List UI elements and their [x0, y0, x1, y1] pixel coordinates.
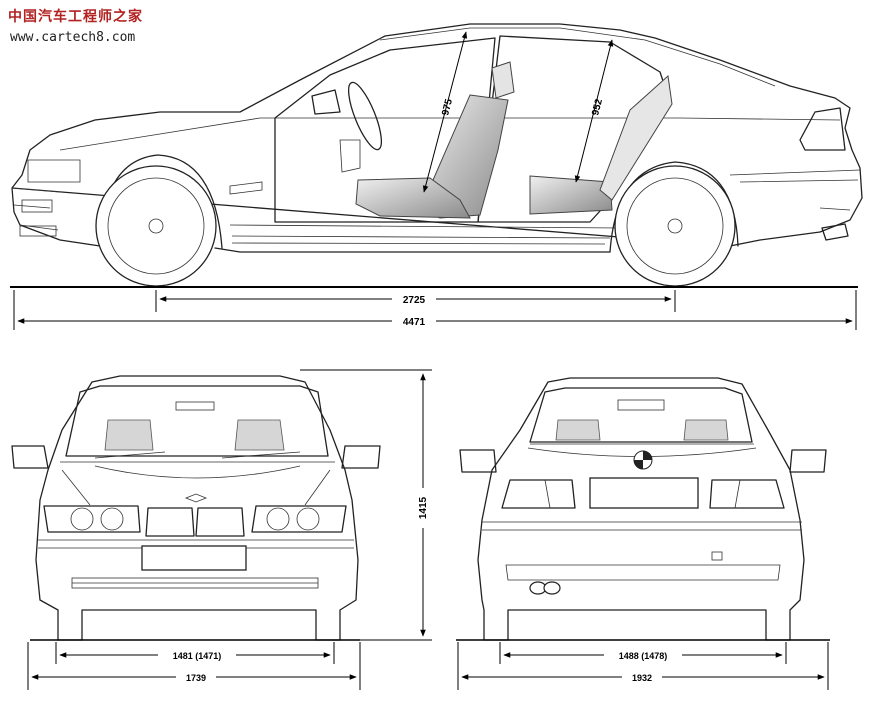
height-label-bg [416, 488, 430, 528]
rear-width-label: 1932 [632, 673, 652, 683]
headroom-front-label: 975 [440, 97, 455, 116]
front-windscreen [65, 385, 329, 457]
headroom-rear-label: 952 [590, 97, 605, 116]
side-sill [229, 224, 621, 245]
rear-bumper [482, 521, 802, 581]
front-headrest-right [234, 419, 285, 451]
length-label-bg [392, 314, 436, 328]
rear-reflector [711, 551, 723, 561]
front-headrest [491, 61, 515, 99]
side-front-plate [19, 225, 57, 237]
steering-wheel [347, 81, 383, 151]
front-mirror-left [11, 445, 49, 469]
front-headlight-left [43, 505, 141, 533]
front-width-label: 1739 [186, 673, 206, 683]
rear-track-label-bg [604, 648, 682, 662]
side-fog-lamp [21, 199, 53, 213]
headroom-front-arrow [422, 31, 468, 193]
front-wipers [94, 451, 301, 459]
front-hood [60, 461, 335, 506]
rear-taillight-right-divider [734, 479, 741, 509]
rear-mirror-right [789, 449, 827, 473]
length-label: 4471 [403, 317, 426, 328]
front-wheel [95, 165, 217, 287]
rear-body-outline [477, 377, 805, 641]
rear-window [529, 387, 753, 443]
rear-seat-cushion [529, 175, 613, 215]
front-door-opening [274, 37, 496, 223]
rear-view: 1488 (1478) 1932 [456, 377, 830, 690]
height-label: 1415 [418, 496, 429, 519]
front-headlight-right [251, 505, 347, 533]
front-mirror-right [341, 445, 381, 469]
front-grille-left [145, 507, 195, 537]
rear-headrest-right [683, 419, 729, 441]
front-rear-view-mirror [175, 401, 215, 411]
front-headrest-left [104, 419, 154, 451]
side-mirror [311, 89, 341, 115]
front-track-label-bg [158, 648, 236, 662]
rear-track-label: 1488 (1478) [619, 651, 668, 661]
front-track-label: 1481 (1471) [173, 651, 222, 661]
front-grille-right [195, 507, 245, 537]
wheelbase-label: 2725 [403, 295, 426, 306]
rear-exhaust [529, 581, 561, 595]
side-exhaust [821, 223, 849, 241]
side-view: 975 952 2725 4471 [10, 23, 863, 330]
front-license-plate [141, 545, 247, 571]
rear-headrest-left [555, 419, 601, 441]
side-tail-light [799, 107, 846, 151]
side-headlight [27, 159, 81, 183]
watermark-site-name: 中国汽车工程师之家 [8, 9, 143, 25]
wheelbase-label-bg [392, 292, 436, 306]
rear-brake-light [617, 399, 665, 411]
dashboard [339, 139, 361, 173]
rear-wheel [614, 165, 736, 287]
headroom-rear-arrow [574, 39, 614, 183]
front-width-label-bg [176, 670, 216, 684]
rear-mirror-left [459, 449, 497, 473]
rear-taillight-right [709, 479, 785, 509]
rear-width-label-bg [622, 670, 662, 684]
watermark-url: www.cartech8.com [10, 30, 136, 45]
side-rear-bumper [729, 169, 861, 211]
front-view: 1415 1481 (1471) 1739 [11, 369, 432, 690]
rear-license-plate [589, 477, 699, 509]
rear-taillight-left [501, 479, 576, 509]
side-indicator [229, 181, 263, 195]
rear-taillight-left-divider [544, 479, 551, 509]
front-logo [184, 493, 208, 503]
rear-logo-quarters [634, 451, 652, 469]
side-roof-rail [379, 27, 776, 87]
